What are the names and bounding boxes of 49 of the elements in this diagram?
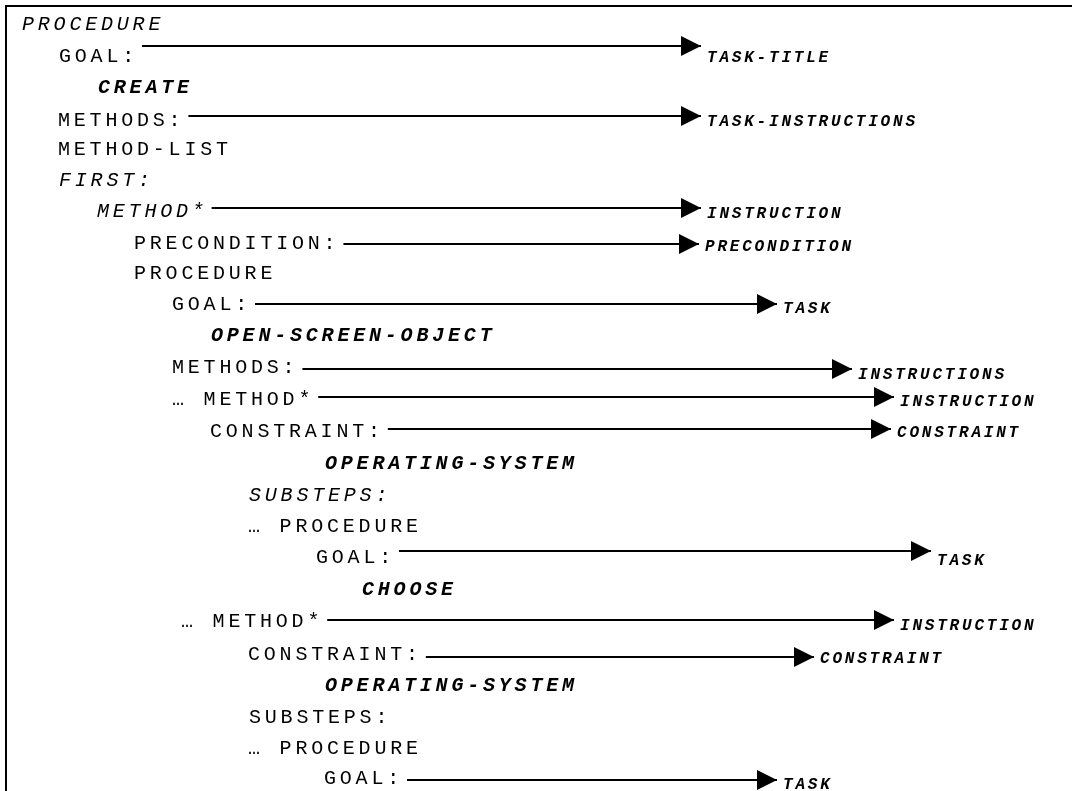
value-text: OPERATING-SYSTEM xyxy=(325,453,578,475)
source-field: METHODS: xyxy=(58,110,185,132)
source-field: … METHOD* xyxy=(181,611,324,633)
source-field: PRECONDITION: xyxy=(134,233,340,255)
arrow xyxy=(326,610,895,630)
arrow xyxy=(424,647,815,667)
arrow xyxy=(342,234,700,254)
source-field: CONSTRAINT: xyxy=(210,421,384,443)
keyword-text: PROCEDURE xyxy=(22,14,165,36)
target-term: TASK xyxy=(937,550,987,572)
source-field: … METHOD* xyxy=(172,389,315,411)
source-field: CONSTRAINT: xyxy=(248,644,422,666)
target-term: INSTRUCTION xyxy=(707,203,844,225)
source-field: GOAL: xyxy=(172,294,251,316)
keyword-text: SUBSTEPS: xyxy=(249,707,392,729)
source-field: GOAL: xyxy=(324,768,403,790)
source-field: METHODS: xyxy=(172,357,299,379)
target-term: CONSTRAINT xyxy=(897,422,1021,444)
value-text: OPEN-SCREEN-OBJECT xyxy=(211,325,496,347)
target-term: INSTRUCTIONS xyxy=(858,364,1007,386)
target-term: TASK xyxy=(783,774,833,791)
arrow xyxy=(317,387,895,407)
arrow xyxy=(187,106,702,126)
target-term: CONSTRAINT xyxy=(820,648,944,670)
keyword-text: SUBSTEPS: xyxy=(249,485,392,507)
keyword-text: FIRST: xyxy=(59,170,154,192)
target-term: PRECONDITION xyxy=(705,236,854,258)
source-field: GOAL: xyxy=(59,46,138,68)
arrow xyxy=(386,419,892,439)
keyword-text: METHOD-LIST xyxy=(58,139,232,161)
value-text: CHOOSE xyxy=(362,579,457,601)
keyword-text: PROCEDURE xyxy=(134,263,277,285)
target-term: TASK-TITLE xyxy=(707,47,831,69)
arrow xyxy=(254,294,778,314)
arrow xyxy=(301,359,853,379)
arrow xyxy=(141,36,702,56)
value-text: CREATE xyxy=(98,77,193,99)
target-term: INSTRUCTION xyxy=(900,391,1037,413)
target-term: TASK xyxy=(783,298,833,320)
arrow xyxy=(398,541,932,561)
value-text: OPERATING-SYSTEM xyxy=(325,675,578,697)
arrow xyxy=(210,198,702,218)
keyword-text: … PROCEDURE xyxy=(248,738,422,760)
target-term: INSTRUCTION xyxy=(900,615,1037,637)
keyword-text: … PROCEDURE xyxy=(248,516,422,538)
source-field: GOAL: xyxy=(316,547,395,569)
source-field: METHOD* xyxy=(97,201,208,223)
arrow xyxy=(406,770,778,790)
target-term: TASK-INSTRUCTIONS xyxy=(707,111,918,133)
